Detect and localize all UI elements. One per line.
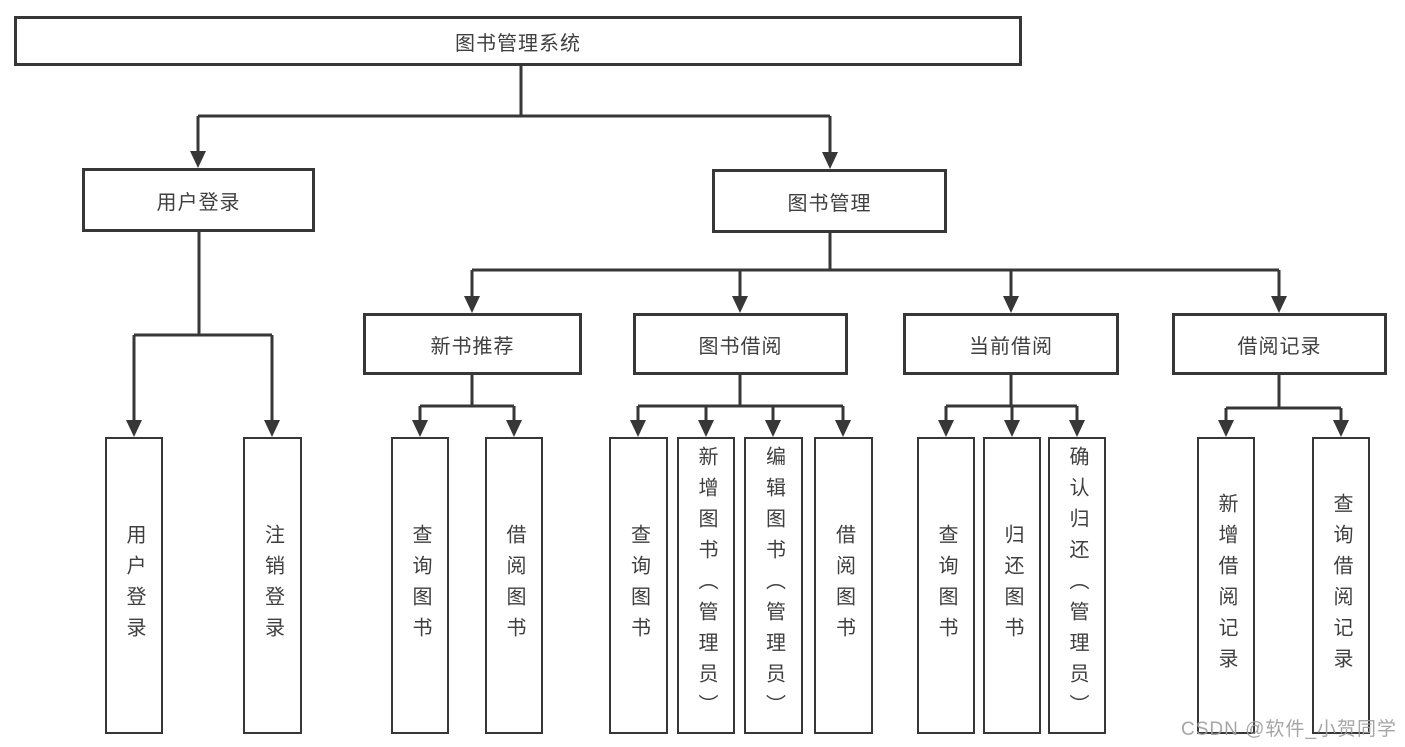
node-book-management: 图书管理	[712, 169, 947, 233]
node-user-login: 用户登录	[82, 168, 315, 232]
csdn-watermark: CSDN @软件_小贺同学	[1181, 719, 1397, 740]
leaf-edit-book-admin: 编辑图书（管理员）	[744, 437, 803, 734]
leaf-confirm-return-admin: 确认归还（管理员）	[1048, 437, 1106, 734]
node-book-borrow: 图书借阅	[633, 313, 848, 375]
node-current-borrow: 当前借阅	[903, 313, 1119, 375]
leaf-query-borrow-record: 查询借阅记录	[1312, 437, 1370, 734]
leaf-add-book-admin: 新增图书（管理员）	[677, 437, 735, 734]
leaf-borrow-book: 借阅图书	[814, 437, 873, 734]
leaf-recommend-borrow-book: 借阅图书	[485, 437, 543, 734]
leaf-add-borrow-record: 新增借阅记录	[1197, 437, 1255, 734]
node-new-book-recommend: 新书推荐	[363, 313, 582, 375]
node-library-system: 图书管理系统	[14, 16, 1022, 66]
leaf-return-book: 归还图书	[983, 437, 1041, 734]
leaf-recommend-query-book: 查询图书	[391, 437, 449, 734]
leaf-borrow-query-book: 查询图书	[609, 437, 668, 734]
leaf-current-query-book: 查询图书	[917, 437, 975, 734]
arrowheads	[126, 151, 1349, 437]
leaf-logout: 注销登录	[243, 437, 302, 734]
node-borrow-records: 借阅记录	[1172, 313, 1387, 375]
leaf-user-login: 用户登录	[105, 437, 163, 734]
